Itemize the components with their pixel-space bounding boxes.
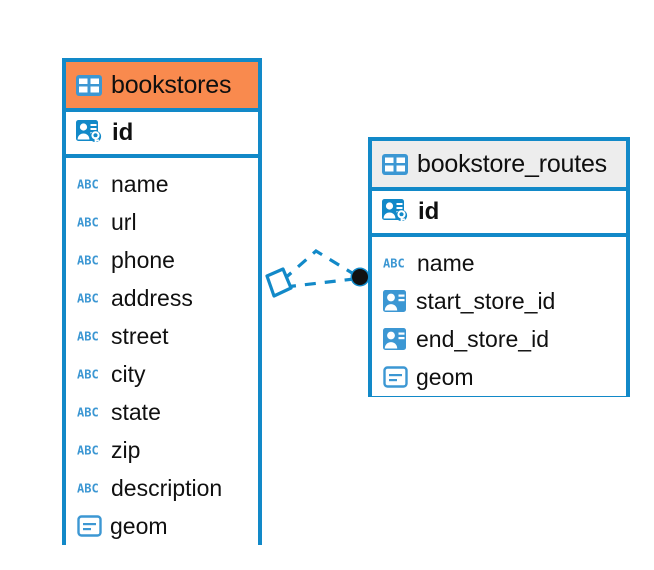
field-label: geom (416, 363, 474, 390)
svg-text:ABC: ABC (77, 444, 99, 458)
text-field-icon: ABC (77, 443, 103, 458)
field-row[interactable]: ABC state (66, 393, 258, 431)
text-field-icon: ABC (77, 405, 103, 420)
text-field-icon: ABC (77, 291, 103, 306)
text-field-icon: ABC (77, 253, 103, 268)
field-label: geom (110, 512, 168, 539)
field-row[interactable]: ABC phone (66, 241, 258, 279)
field-label: address (111, 284, 193, 311)
field-row[interactable]: ABC name (372, 244, 626, 282)
field-row[interactable]: ABC address (66, 279, 258, 317)
svg-text:ABC: ABC (77, 178, 99, 192)
svg-text:ABC: ABC (77, 330, 99, 344)
primary-key-row[interactable]: id (372, 191, 626, 237)
text-field-icon: ABC (77, 215, 103, 230)
primary-key-icon (382, 198, 410, 226)
field-label: city (111, 360, 146, 387)
primary-key-label: id (418, 198, 440, 225)
entity-table-bookstores[interactable]: bookstores (62, 58, 262, 545)
svg-text:ABC: ABC (77, 254, 99, 268)
field-row[interactable]: end_store_id (372, 320, 626, 358)
field-row[interactable]: ABC zip (66, 431, 258, 469)
table-icon (382, 153, 408, 175)
field-label: zip (111, 436, 141, 463)
field-list-spacer (66, 158, 258, 165)
field-label: start_store_id (416, 287, 556, 314)
field-row[interactable]: start_store_id (372, 282, 626, 320)
text-field-icon: ABC (77, 481, 103, 496)
foreign-key-icon (383, 290, 408, 312)
field-label: state (111, 398, 161, 425)
filled-circle-marker (352, 269, 368, 285)
field-list-spacer-bottom (66, 545, 258, 553)
primary-key-label: id (112, 119, 134, 146)
field-row[interactable]: ABC url (66, 203, 258, 241)
text-field-icon: ABC (77, 177, 103, 192)
field-label: url (111, 208, 137, 235)
entity-header[interactable]: bookstores (66, 62, 258, 112)
field-row[interactable]: ABC name (66, 165, 258, 203)
field-label: end_store_id (416, 325, 549, 352)
field-label: street (111, 322, 169, 349)
entity-table-bookstore-routes[interactable]: bookstore_routes (368, 137, 630, 397)
field-row[interactable]: ABC description (66, 469, 258, 507)
entity-title: bookstore_routes (417, 149, 607, 178)
field-row[interactable]: geom (66, 507, 258, 545)
field-label: name (417, 249, 475, 276)
entity-header[interactable]: bookstore_routes (372, 141, 626, 191)
field-label: phone (111, 246, 175, 273)
svg-text:ABC: ABC (383, 257, 405, 271)
text-field-icon: ABC (77, 329, 103, 344)
field-label: description (111, 474, 223, 501)
svg-text:ABC: ABC (77, 216, 99, 230)
svg-text:ABC: ABC (77, 406, 99, 420)
entity-title: bookstores (111, 70, 232, 99)
filled-circle-marker-ring (350, 267, 370, 287)
svg-text:ABC: ABC (77, 292, 99, 306)
svg-text:ABC: ABC (77, 368, 99, 382)
relationship-line-upper (281, 249, 358, 282)
field-label: name (111, 170, 169, 197)
svg-text:ABC: ABC (77, 482, 99, 496)
field-list-spacer (372, 237, 626, 244)
diamond-marker (265, 267, 293, 298)
text-field-icon: ABC (77, 367, 103, 382)
field-row[interactable]: ABC street (66, 317, 258, 355)
geometry-field-icon (383, 366, 408, 388)
field-row[interactable]: geom (372, 358, 626, 396)
text-field-icon: ABC (383, 256, 409, 271)
field-list-spacer-bottom (372, 396, 626, 404)
relationship-line-lower (284, 277, 355, 289)
table-icon (76, 74, 102, 96)
primary-key-row[interactable]: id (66, 112, 258, 158)
foreign-key-icon (383, 328, 408, 350)
geometry-field-icon (77, 515, 102, 537)
field-row[interactable]: ABC city (66, 355, 258, 393)
primary-key-icon (76, 119, 104, 147)
